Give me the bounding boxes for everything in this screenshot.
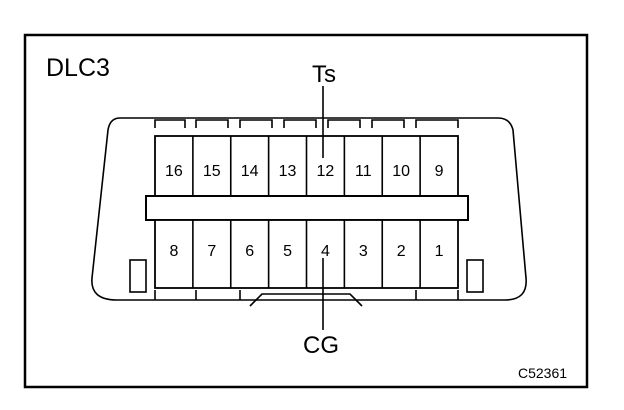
connector-housing-outline	[91, 117, 527, 301]
top-notch-ridge	[154, 119, 459, 128]
pin-number-9: 9	[435, 163, 444, 180]
pin-number-13: 13	[279, 163, 297, 180]
right-latch	[466, 259, 484, 293]
figure-code: C52361	[518, 365, 567, 381]
figure-frame	[23, 33, 589, 389]
bottom-row-dividers	[192, 220, 421, 288]
center-bar	[145, 195, 469, 221]
connector-name: DLC3	[46, 54, 110, 82]
bottom-notch-ridge	[154, 290, 459, 300]
pin-number-12: 12	[317, 163, 335, 180]
pin-number-14: 14	[241, 163, 259, 180]
pin-number-11: 11	[355, 163, 372, 180]
pin-number-2: 2	[397, 243, 406, 260]
pin-number-15: 15	[203, 163, 221, 180]
pin-number-16: 16	[165, 163, 183, 180]
pin-number-1: 1	[435, 243, 444, 260]
pin-number-10: 10	[392, 163, 410, 180]
pin-number-7: 7	[207, 243, 216, 260]
ts-callout-label: Ts	[312, 61, 336, 88]
bottom-row-pin-labels: 8 7 6 5 4 3 2 1	[169, 243, 443, 260]
top-row-pin-labels: 16 15 14 13 12 11 10 9	[165, 163, 444, 180]
pin-number-5: 5	[283, 243, 292, 260]
pin-number-4: 4	[321, 243, 330, 260]
left-latch	[129, 259, 147, 293]
cg-callout-label: CG	[303, 332, 339, 359]
pin-number-6: 6	[245, 243, 254, 260]
top-row-dividers	[192, 136, 421, 196]
bottom-keyway	[249, 293, 363, 307]
pin-number-3: 3	[359, 243, 368, 260]
pin-number-8: 8	[169, 243, 178, 260]
